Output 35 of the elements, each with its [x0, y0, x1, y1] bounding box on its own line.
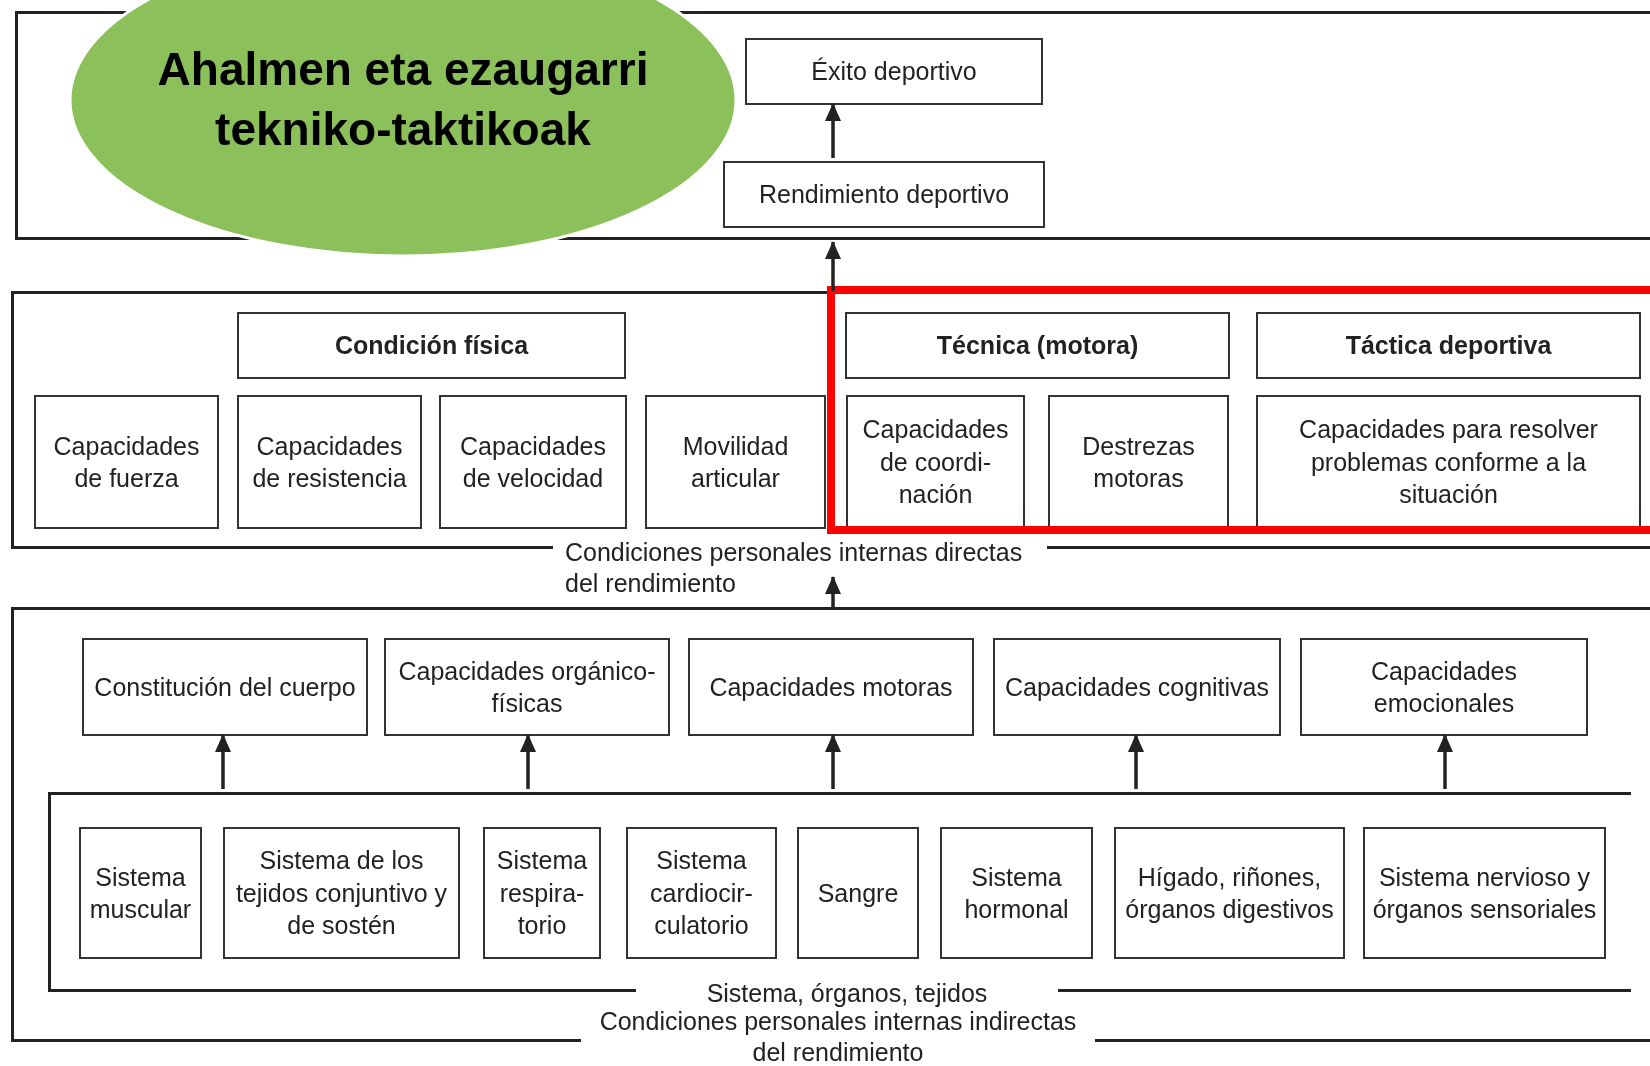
process-box: Sistema de los tejidos conjuntivo y de sostén	[223, 827, 460, 959]
process-box: Hígado, riñones, órganos digestivos	[1114, 827, 1345, 959]
process-box: Sangre	[797, 827, 919, 959]
process-box: Capacidades de velocidad	[439, 395, 627, 529]
arrow	[215, 734, 231, 789]
frame	[15, 11, 1650, 240]
process-box: Capacidades para resolver problemas conforme a la situación	[1256, 395, 1641, 529]
process-box: Éxito deportivo	[745, 38, 1043, 105]
process-box: Destrezas motoras	[1048, 395, 1229, 529]
heading-box: Condición física	[237, 312, 626, 379]
process-box: Capacidades emocionales	[1300, 638, 1588, 736]
arrow	[825, 103, 841, 158]
process-box: Capacidades de coordi-nación	[846, 395, 1025, 529]
heading-box: Táctica deportiva	[1256, 312, 1641, 379]
heading-box: Técnica (motora)	[845, 312, 1230, 379]
process-box: Capacidades motoras	[688, 638, 974, 736]
process-box: Sistema muscular	[79, 827, 202, 959]
process-box: Capacidades de resistencia	[237, 395, 422, 529]
ellipse-title: Ahalmen eta ezaugarri tekniko-taktikoak	[156, 42, 650, 157]
process-box: Rendimiento deportivo	[723, 161, 1045, 228]
process-box: Movilidad articular	[645, 395, 826, 529]
arrow	[1437, 734, 1453, 789]
process-box: Sistema hormonal	[940, 827, 1093, 959]
process-box: Sistema respira-torio	[483, 827, 601, 959]
arrow	[520, 734, 536, 789]
arrow	[825, 734, 841, 789]
process-box: Capacidades de fuerza	[34, 395, 219, 529]
arrow	[825, 241, 841, 291]
process-box: Capacidades cognitivas	[993, 638, 1281, 736]
arrow	[1128, 734, 1144, 789]
process-box: Sistema nervioso y órganos sensoriales	[1363, 827, 1606, 959]
process-box: Constitución del cuerpo	[82, 638, 368, 736]
process-box: Capacidades orgánico-físicas	[384, 638, 670, 736]
arrow	[825, 576, 841, 607]
process-box: Sistema cardiocir-culatorio	[626, 827, 777, 959]
